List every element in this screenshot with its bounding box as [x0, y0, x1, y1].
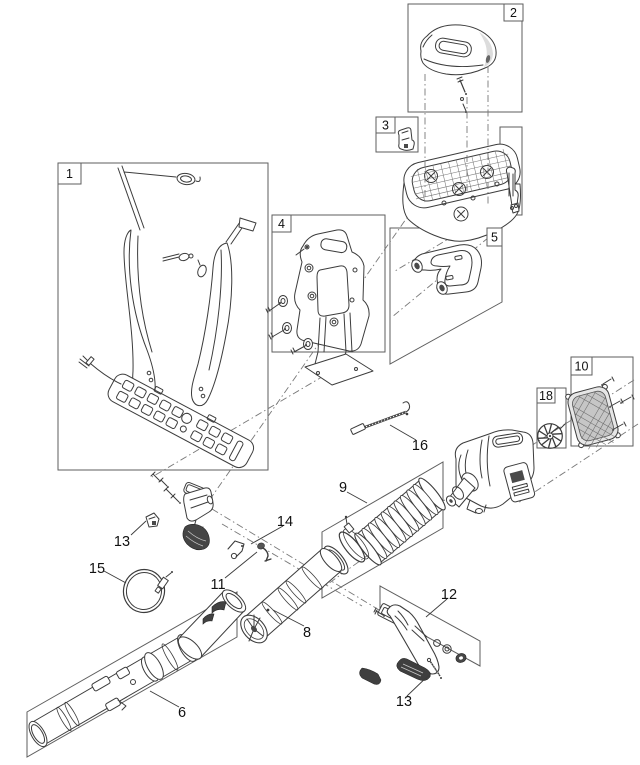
- intake-grille-drawing: [565, 377, 634, 452]
- clip-drawing: [398, 128, 414, 151]
- callout-box-5: [487, 228, 502, 246]
- callout-6: 6: [178, 705, 186, 721]
- backplate-drawing: [266, 230, 373, 385]
- fan-impeller-drawing: [538, 422, 567, 448]
- screw-boss-stars: [425, 166, 500, 222]
- callout-16: 16: [412, 438, 428, 454]
- motor-unit-drawing: [445, 430, 536, 514]
- throttle-rod-drawing: [350, 402, 409, 435]
- callout-13-upper: 13: [114, 534, 130, 550]
- group-box-1: [58, 163, 268, 470]
- leader-lines: [104, 425, 447, 707]
- vertical-projection-lines: [425, 66, 488, 204]
- pleated-hose-drawing: [320, 475, 449, 577]
- callout-5: 5: [491, 231, 498, 245]
- callout-13-lower: 13: [396, 694, 412, 710]
- callout-12: 12: [441, 587, 457, 603]
- screw-13-drawing: [427, 658, 442, 679]
- callout-18: 18: [539, 389, 553, 403]
- hood-cover-drawing: [421, 25, 497, 113]
- callout-1: 1: [66, 167, 73, 181]
- callout-box-3: [376, 117, 395, 133]
- lever-11-drawing: [257, 542, 271, 561]
- callout-box-10: [571, 357, 592, 375]
- trigger-screws: [151, 472, 181, 504]
- control-handle-drawing: [360, 603, 468, 685]
- callout-2: 2: [510, 6, 517, 20]
- callout-9: 9: [339, 480, 347, 496]
- harness-drawing: [79, 166, 259, 471]
- trigger-assembly-drawing: [146, 472, 271, 561]
- clip-13-drawing: [146, 513, 159, 527]
- retaining-ring-drawing: [120, 566, 173, 615]
- callout-15: 15: [89, 561, 105, 577]
- callout-box-18: [537, 388, 555, 403]
- callout-box-1: [58, 163, 81, 184]
- group-box-6: [27, 592, 237, 757]
- latch-drawing: [506, 167, 519, 213]
- blower-housing-drawing: [400, 141, 523, 242]
- group-box-4: [272, 215, 385, 352]
- group-box-3: [376, 117, 418, 152]
- callout-4: 4: [278, 217, 285, 231]
- callout-box-2: [504, 4, 523, 21]
- callout-labels: 1 2 3 4 5 10 18 16 9 13 15 11 14 8 6 12 …: [58, 4, 592, 721]
- callout-3: 3: [382, 119, 389, 133]
- callout-11: 11: [210, 577, 225, 593]
- carry-handle-drawing: [410, 245, 482, 296]
- blower-tubes-drawing: [25, 586, 249, 749]
- grille-screws: [601, 377, 634, 431]
- callout-10: 10: [575, 360, 589, 374]
- callout-box-4: [272, 215, 291, 232]
- lever-14-drawing: [228, 541, 244, 559]
- callout-8: 8: [303, 625, 311, 641]
- nozzle-tube-drawing: [235, 545, 345, 648]
- group-box-12: [380, 586, 480, 666]
- callout-14: 14: [277, 514, 293, 530]
